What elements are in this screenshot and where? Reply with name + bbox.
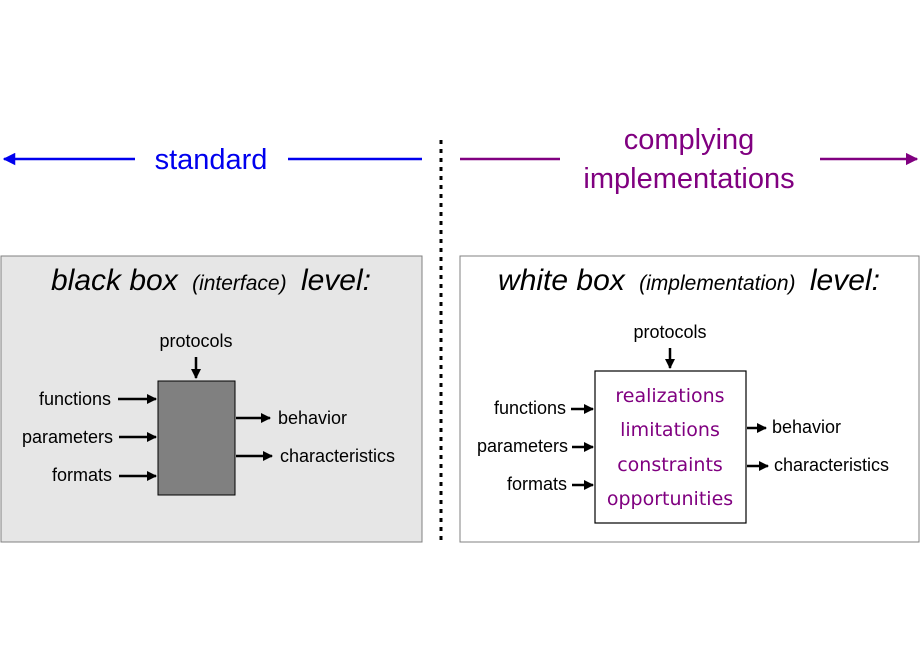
implementations-label-line1: complying <box>624 124 755 156</box>
black-box-title-paren: (interface) <box>192 272 287 295</box>
white-box-output-behavior: behavior <box>772 417 841 437</box>
white-box-title-paren: (implementation) <box>639 272 795 295</box>
white-box-content-realizations: realizations <box>615 385 724 407</box>
white-box-input-parameters: parameters <box>477 436 568 456</box>
black-box-input-parameters: parameters <box>22 427 113 447</box>
black-box-title: black box (interface) level: <box>51 264 371 297</box>
black-box-core <box>157 380 236 496</box>
white-box-core <box>594 370 747 524</box>
black-box-protocols-label: protocols <box>159 331 232 351</box>
implementations-label-line2: implementations <box>583 163 794 195</box>
black-box-title-main: black box <box>51 264 179 297</box>
black-box-input-functions: functions <box>39 389 111 409</box>
black-box-input-formats: formats <box>52 465 112 485</box>
white-box-title-end: level: <box>810 264 880 297</box>
white-box-protocols-label: protocols <box>633 322 706 342</box>
white-box-output-characteristics: characteristics <box>774 455 889 475</box>
white-box-content-opportunities: opportunities <box>607 488 733 510</box>
white-box-content-constraints: constraints <box>617 454 723 476</box>
white-box-input-formats: formats <box>507 474 567 494</box>
white-box-input-functions: functions <box>494 398 566 418</box>
black-box-title-end: level: <box>301 264 371 297</box>
white-box-title-main: white box <box>498 264 626 297</box>
white-box-content-limitations: limitations <box>620 419 720 441</box>
black-box-output-behavior: behavior <box>278 408 347 428</box>
white-box-title: white box (implementation) level: <box>498 264 880 297</box>
standard-label: standard <box>155 144 268 176</box>
black-box-output-characteristics: characteristics <box>280 446 395 466</box>
